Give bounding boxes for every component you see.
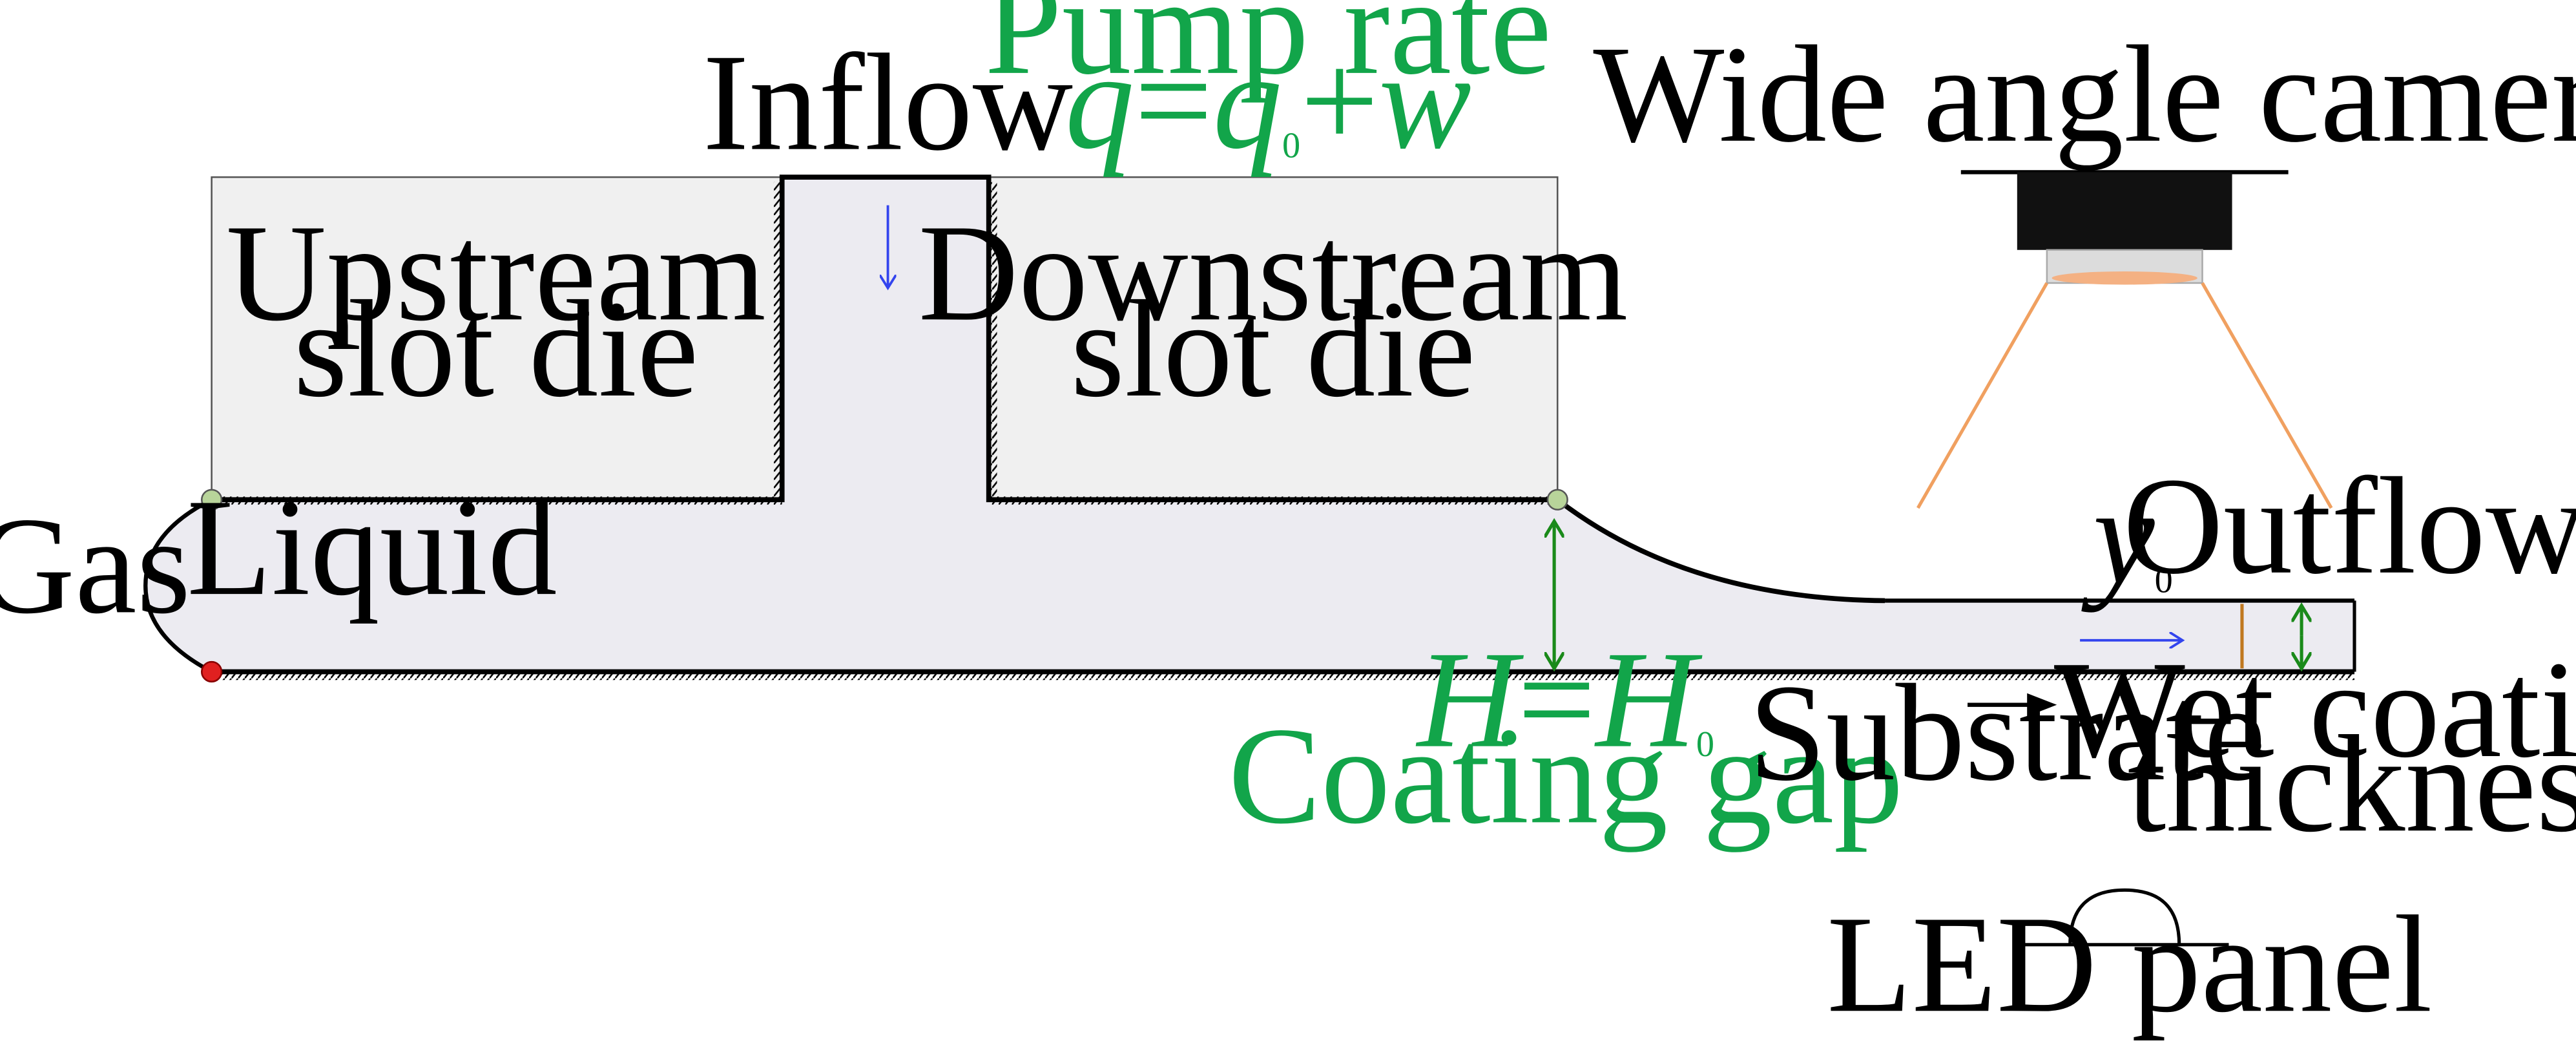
upstream-die-contact-point: [201, 489, 223, 511]
camera-lens-glow: [2051, 271, 2197, 285]
wide-angle-camera-label: Wide angle camera: [1593, 17, 2576, 171]
gap-formula-label: H=H0: [1415, 622, 1714, 777]
wet-coating-thickness-line2: thickness: [2128, 706, 2576, 861]
led-panel: [2013, 888, 2229, 947]
die-wall-outline: [211, 174, 1558, 503]
wet-coating-thickness-line1: Wet coating: [2054, 632, 2576, 786]
inflow-label: Inflow: [703, 25, 1073, 180]
outflow-label: Outflow: [2123, 448, 2576, 603]
downstream-free-surface: [1555, 498, 1885, 604]
substrate-contact-point: [201, 660, 223, 683]
y0-label: y0: [2081, 458, 2173, 613]
substrate-label: Substrate: [1749, 655, 2265, 810]
pump-rate-formula: q=q0+w: [1065, 23, 1471, 178]
coating-gap-label: Coating gap: [1229, 698, 1904, 852]
upstream-meniscus: [143, 498, 213, 674]
led-panel-label: LED panel: [1827, 887, 2432, 1041]
downstream-die-contact-point: [1546, 489, 1568, 511]
camera-body: [2017, 172, 2232, 250]
pump-rate-label: Pump rate: [984, 0, 1552, 103]
camera-ray-right: [2201, 282, 2333, 509]
liquid-label: Liquid: [187, 470, 557, 624]
camera-ray-left: [1916, 282, 2049, 509]
substrate-direction-arrowhead: [2027, 693, 2057, 717]
upstream-die-label-line2: slot die: [293, 271, 698, 426]
wide-angle-camera: [1916, 170, 2333, 509]
upstream-slot-die: [211, 176, 784, 501]
downstream-slot-die: [988, 176, 1559, 501]
liquid-region: [145, 177, 2355, 672]
led-dome: [2068, 888, 2181, 945]
downstream-die-label-line1: Downstream: [919, 195, 1628, 350]
downstream-die-label-line2: slot die: [1070, 271, 1475, 426]
gas-label: Gas: [0, 488, 191, 642]
upstream-die-label-line1: Upstream: [226, 195, 766, 350]
